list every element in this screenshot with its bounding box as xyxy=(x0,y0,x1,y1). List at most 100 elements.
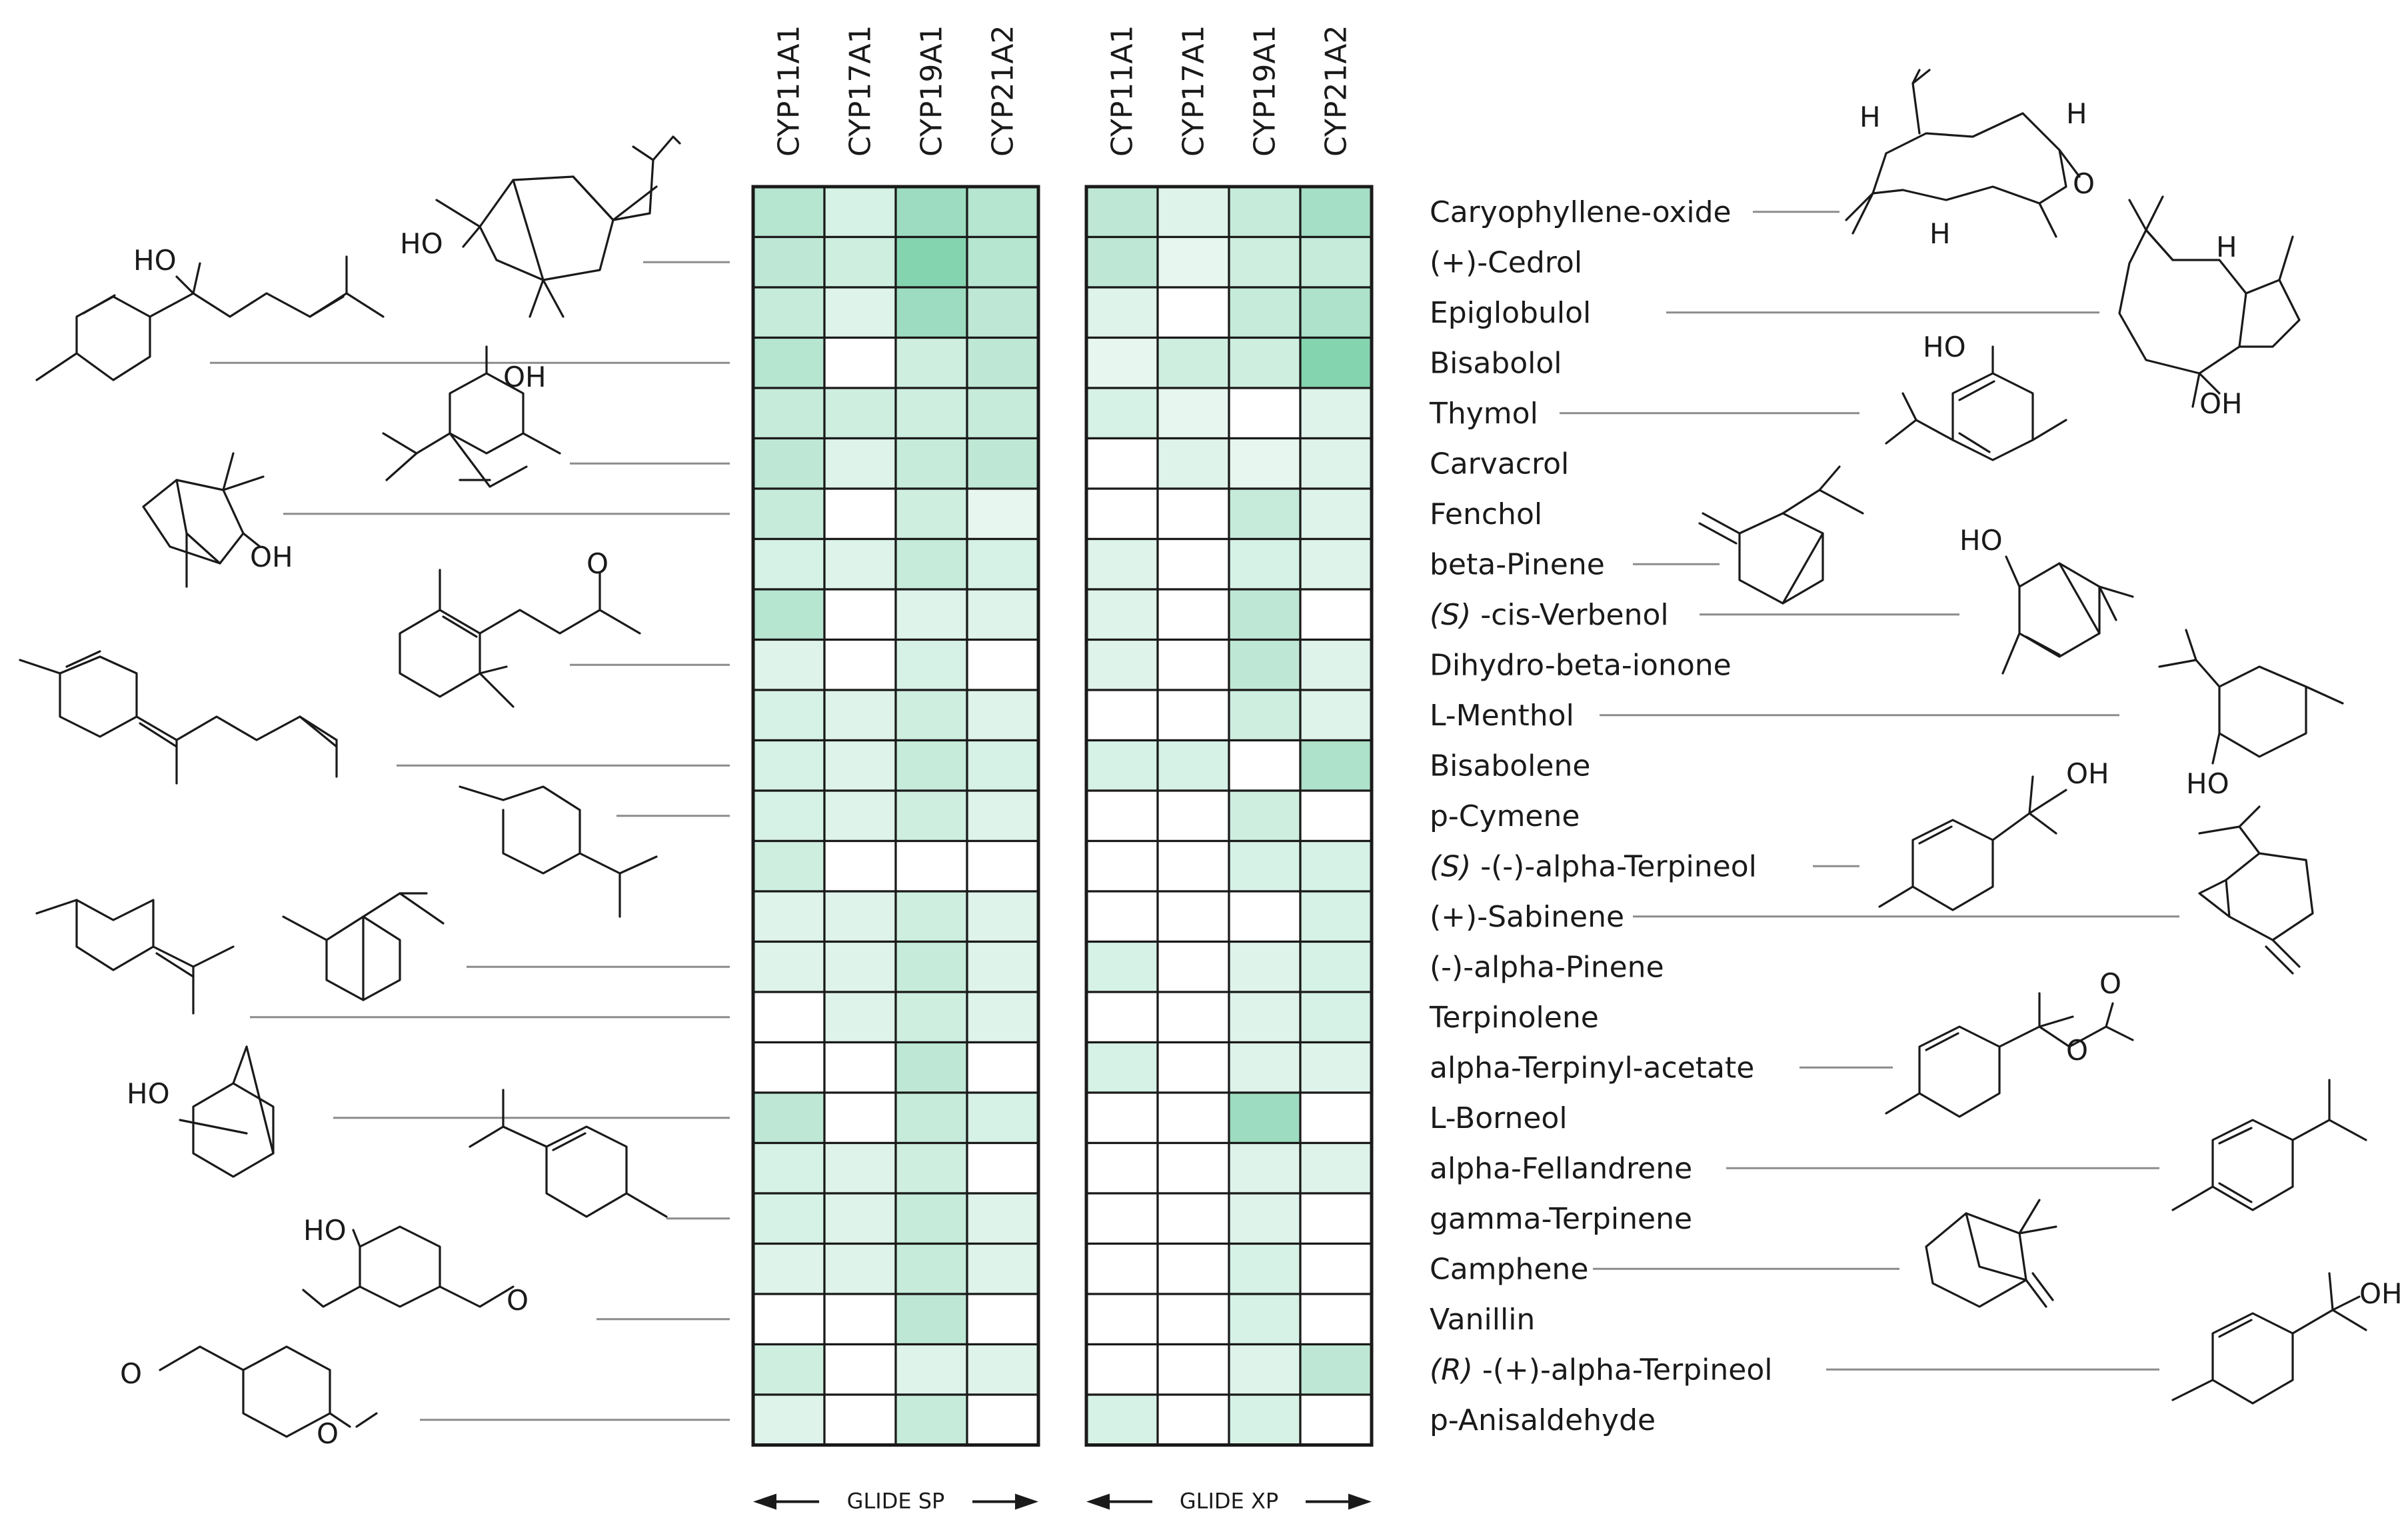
caryophyllene-h1-label: H xyxy=(1859,101,1881,133)
compound-name: beta-Pinene xyxy=(1430,547,1605,581)
heatmap-cell xyxy=(1299,437,1373,490)
epiglobulol-oh-label: OH xyxy=(2199,387,2243,420)
heatmap-cell xyxy=(894,1242,968,1295)
heatmap-cell xyxy=(966,789,1040,843)
heatmap-cell xyxy=(1299,1393,1373,1447)
bisabolol-ho-label: HO xyxy=(133,244,177,277)
heatmap-cell xyxy=(823,789,897,843)
heatmap-cell xyxy=(1085,638,1159,691)
heatmap-cell xyxy=(1156,991,1230,1044)
heatmap-cell xyxy=(894,1091,968,1145)
heatmap-cell xyxy=(966,537,1040,591)
method-label: GLIDE XP xyxy=(1180,1489,1278,1514)
heatmap-cell xyxy=(1156,588,1230,641)
heatmap-cell xyxy=(752,537,826,591)
heatmap-cell xyxy=(894,991,968,1044)
heatmap-cell xyxy=(966,940,1040,993)
heatmap-cell xyxy=(752,286,826,339)
heatmap-cell xyxy=(1299,1141,1373,1195)
compound-name: p-Anisaldehyde xyxy=(1430,1403,1656,1437)
structure-sabinene xyxy=(2198,805,2314,975)
heatmap-cell xyxy=(1085,185,1159,239)
heatmap-frame xyxy=(1084,185,1374,1447)
heatmap-cell xyxy=(1085,890,1159,943)
heatmap-cell xyxy=(1299,1041,1373,1094)
heatmap-cell xyxy=(823,1091,897,1145)
heatmap-cell xyxy=(966,1141,1040,1195)
heatmap-cell xyxy=(894,1393,968,1447)
arrow-right-head xyxy=(1348,1493,1372,1510)
heatmap-cell xyxy=(1156,437,1230,490)
compound-name: Dihydro-beta-ionone xyxy=(1430,648,1732,682)
heatmap-cell xyxy=(1085,991,1159,1044)
heatmap-cell xyxy=(823,437,897,490)
arrow-left-head xyxy=(753,1493,776,1510)
heatmap-cell xyxy=(1228,336,1302,389)
heatmap-cell xyxy=(1156,1242,1230,1295)
heatmap-cell xyxy=(823,1393,897,1447)
vanillin-ho-label: HO xyxy=(303,1214,347,1247)
heatmap-cell xyxy=(1299,1192,1373,1245)
heatmap-cell xyxy=(1228,1343,1302,1396)
heatmap-cell xyxy=(894,487,968,541)
thymol-ho-label: HO xyxy=(1923,331,1966,363)
heatmap-cell xyxy=(1299,739,1373,792)
heatmap-cell xyxy=(1228,1242,1302,1295)
heatmap-cell xyxy=(894,1041,968,1094)
heatmap-cell xyxy=(1085,286,1159,339)
column-header: CYP21A2 xyxy=(1320,25,1354,157)
cedrol-ho-label: HO xyxy=(400,227,443,260)
heatmap-cell xyxy=(1156,1293,1230,1346)
heatmap-cell xyxy=(966,991,1040,1044)
heatmap-cell xyxy=(1228,1192,1302,1245)
heatmap-cell xyxy=(752,1393,826,1447)
heatmap-cell xyxy=(1228,739,1302,792)
heatmap-cell xyxy=(1085,336,1159,389)
compound-name: Terpinolene xyxy=(1429,1001,1599,1035)
compound-name: (S) -(-)-alpha-Terpineol xyxy=(1430,849,1757,883)
heatmap-cell xyxy=(1228,185,1302,239)
heatmap-cell xyxy=(1228,1293,1302,1346)
heatmap-cell xyxy=(1085,839,1159,893)
heatmap-cell xyxy=(752,739,826,792)
heatmap-cell xyxy=(823,1041,897,1094)
s-terpineol-oh-label: OH xyxy=(2066,757,2109,790)
method-label: GLIDE SP xyxy=(847,1489,945,1514)
r-terpineol-oh-label: OH xyxy=(2359,1277,2403,1310)
heatmap-cell xyxy=(823,487,897,541)
heatmap-cell xyxy=(752,1343,826,1396)
heatmap-cell xyxy=(1156,185,1230,239)
heatmap-cell xyxy=(966,487,1040,541)
heatmap-panel-0 xyxy=(751,185,1040,1447)
heatmap-cell xyxy=(1299,940,1373,993)
heatmap-cell xyxy=(823,1343,897,1396)
heatmap-cell xyxy=(894,387,968,440)
method-labels: GLIDE SP GLIDE XP xyxy=(753,1489,1372,1514)
heatmap-cell xyxy=(1299,1343,1373,1396)
structure-cedrol: HO xyxy=(400,135,681,318)
structure-terpinolene xyxy=(35,899,235,1015)
verbenol-ho-label: HO xyxy=(1959,524,2003,557)
heatmap-cell xyxy=(823,739,897,792)
heatmap-cell xyxy=(1156,235,1230,289)
heatmap-cell xyxy=(1156,739,1230,792)
heatmap-cell xyxy=(823,286,897,339)
heatmap-cell xyxy=(752,991,826,1044)
heatmap-cell xyxy=(1299,286,1373,339)
heatmap-cell xyxy=(1085,387,1159,440)
structure-camphene xyxy=(1925,1199,2057,1308)
heatmap-cell xyxy=(752,1091,826,1145)
heatmap-cell xyxy=(752,387,826,440)
heatmap-cell xyxy=(966,739,1040,792)
heatmap-cell xyxy=(823,1242,897,1295)
heatmap-cell xyxy=(752,1041,826,1094)
heatmap-cell xyxy=(1085,1293,1159,1346)
column-header: CYP19A1 xyxy=(915,25,949,157)
heatmap-cell xyxy=(752,940,826,993)
structure-thymol: HO xyxy=(1885,331,2067,461)
heatmap-cell xyxy=(1085,689,1159,742)
heatmap-cell xyxy=(1299,689,1373,742)
vanillin-o-label: O xyxy=(507,1284,529,1317)
compound-name: (S) -cis-Verbenol xyxy=(1430,598,1669,632)
structure-r-terpineol: OH xyxy=(2171,1272,2403,1405)
